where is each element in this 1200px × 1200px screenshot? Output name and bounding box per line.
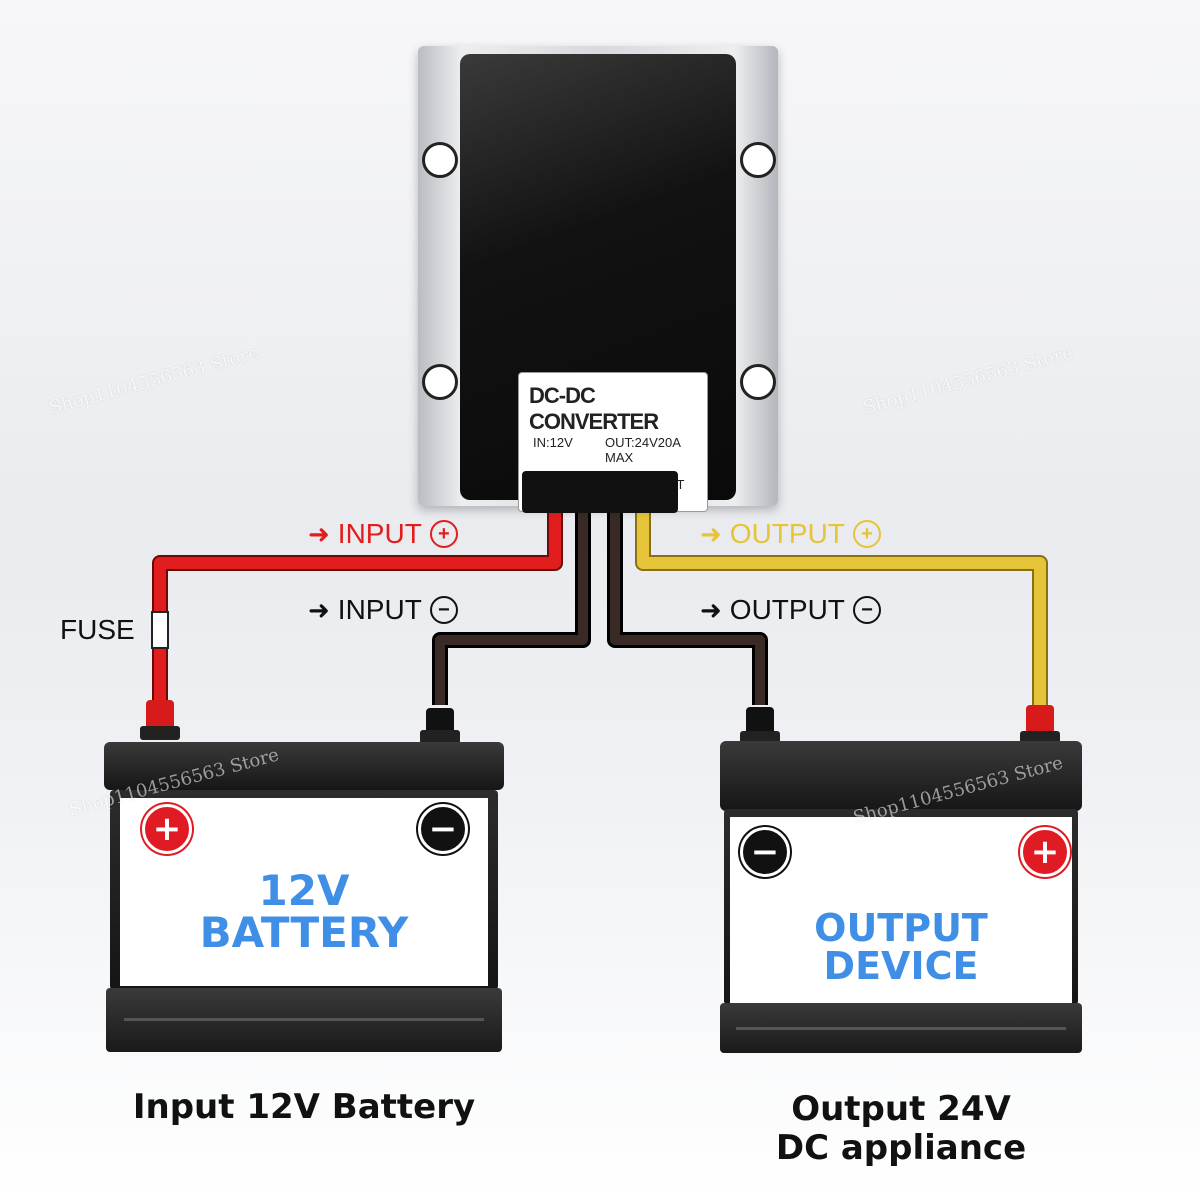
fuse-label: FUSE	[60, 614, 135, 645]
terminal-positive	[1026, 705, 1054, 735]
arrow-right-icon: ➜	[700, 518, 722, 549]
label-input-positive-text: INPUT	[337, 518, 422, 549]
plus-circle-icon: +	[852, 520, 881, 548]
mount-hole-icon	[740, 142, 776, 178]
device-name-line2: DEVICE	[823, 944, 979, 988]
minus-circle-icon: −	[852, 596, 881, 624]
label-input-positive: ➜ INPUT +	[308, 518, 458, 550]
mount-hole-icon	[740, 364, 776, 400]
plus-sign-icon: +	[1020, 827, 1070, 877]
battery-name-text: BATTERY	[199, 908, 409, 957]
minus-sign-icon: −	[418, 804, 468, 854]
minus-circle-icon: −	[429, 596, 458, 624]
terminal-post	[420, 730, 460, 744]
arrow-right-icon: ➜	[308, 518, 330, 549]
caption-output: Output 24V DC appliance	[720, 1089, 1082, 1169]
battery-rib	[736, 1027, 1066, 1030]
minus-sign-icon: −	[740, 827, 790, 877]
label-input-negative-text: INPUT	[337, 594, 422, 625]
caption-output-line1: Output 24V	[791, 1089, 1011, 1129]
label-output-positive: ➜ OUTPUT +	[700, 518, 881, 550]
caption-input: Input 12V Battery	[132, 1087, 476, 1127]
battery-lid	[104, 742, 504, 790]
battery-rib	[124, 1018, 484, 1021]
dc-dc-converter: DC-DC CONVERTER IN:12V OUT:24V20A MAX IN…	[418, 46, 778, 513]
converter-output-spec: OUT:24V20A MAX	[605, 435, 681, 465]
fuse-icon	[151, 611, 169, 649]
wire-output-positive	[635, 512, 1048, 705]
arrow-right-icon: ➜	[700, 594, 722, 625]
terminal-post	[140, 726, 180, 740]
label-output-positive-text: OUTPUT	[729, 518, 845, 549]
terminal-positive	[146, 700, 174, 730]
mount-hole-icon	[422, 364, 458, 400]
converter-title: DC-DC CONVERTER	[529, 383, 659, 434]
arrow-right-icon: ➜	[308, 594, 330, 625]
device-name-line1: OUTPUT	[814, 906, 988, 950]
wire-input-positive	[152, 512, 563, 700]
plus-sign-icon: +	[142, 804, 192, 854]
battery-lid	[720, 741, 1082, 811]
wire-input-negative	[432, 512, 591, 705]
battery-input: + − 12V BATTERY	[104, 700, 504, 1060]
caption-output-line2: DC appliance	[775, 1128, 1027, 1169]
cable-clamp	[522, 471, 678, 513]
converter-input-spec: IN:12V	[533, 435, 573, 450]
plus-circle-icon: +	[429, 520, 458, 548]
label-output-negative: ➜ OUTPUT −	[700, 594, 881, 626]
mount-hole-icon	[422, 142, 458, 178]
wire-output-negative	[607, 512, 768, 705]
label-output-negative-text: OUTPUT	[729, 594, 845, 625]
battery-output: − + OUTPUT DEVICE	[720, 705, 1082, 1055]
label-input-negative: ➜ INPUT −	[308, 594, 458, 626]
battery-voltage-text: 12V	[258, 866, 350, 915]
